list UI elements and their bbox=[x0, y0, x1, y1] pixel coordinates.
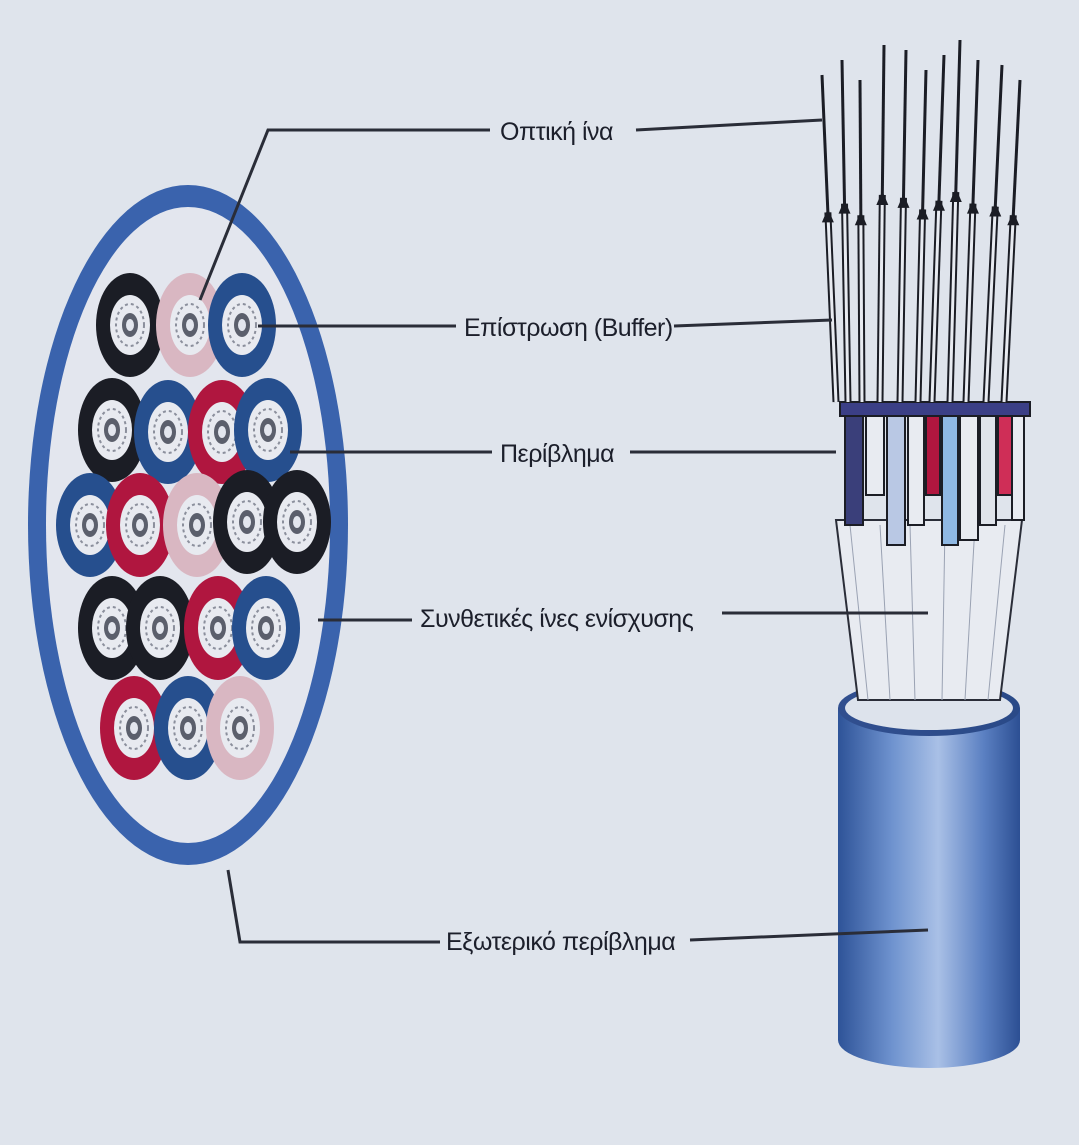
fiber-tube-black bbox=[126, 576, 194, 680]
strength-fibers-bundle bbox=[836, 520, 1022, 700]
leader-outer-jacket-left bbox=[228, 870, 440, 942]
label-jacket: Περίβλημα bbox=[500, 440, 614, 468]
label-buffer: Επίστρωση (Buffer) bbox=[464, 314, 673, 342]
fiber-tube-black bbox=[263, 470, 331, 574]
label-outer-jacket: Εξωτερικό περίβλημα bbox=[446, 928, 675, 956]
leader-optical-fiber-right bbox=[636, 120, 822, 130]
optical-fiber-strand bbox=[855, 80, 867, 402]
optical-fiber-strand bbox=[897, 50, 909, 402]
fiber-jacket-side bbox=[908, 402, 924, 525]
optical-fiber-strand bbox=[917, 70, 929, 402]
fiber-jacket-side bbox=[887, 402, 905, 545]
optical-fiber-strand bbox=[876, 45, 888, 402]
optical-fiber-strand bbox=[822, 75, 836, 402]
fiber-tube-black bbox=[96, 273, 164, 377]
optical-fiber-strand bbox=[986, 65, 1002, 402]
optical-fibers-side bbox=[822, 40, 1020, 402]
optical-fiber-strand bbox=[1004, 80, 1020, 402]
optical-fiber-strand bbox=[839, 60, 851, 402]
fiber-tube-blue bbox=[234, 378, 302, 482]
label-strength-fibers: Συνθετικές ίνες ενίσχυσης bbox=[420, 605, 694, 633]
cable-cross-section bbox=[28, 185, 348, 865]
jacket-top-band bbox=[840, 402, 1030, 416]
label-optical-fiber: Οπτική ίνα bbox=[500, 118, 613, 146]
optical-fiber-strand bbox=[932, 55, 945, 402]
fiber-jacket-side bbox=[942, 402, 958, 545]
outer-jacket-body bbox=[838, 708, 1020, 1068]
diagram-labels: Οπτική ίνα Επίστρωση (Buffer) Περίβλημα … bbox=[420, 118, 694, 956]
fiber-jacket-side bbox=[960, 402, 978, 540]
fiber-jacket-side bbox=[980, 402, 996, 525]
cable-side-view bbox=[822, 40, 1030, 1068]
optical-fiber-strand bbox=[950, 40, 962, 402]
fiber-tube-blue bbox=[232, 576, 300, 680]
fiber-jacket-side bbox=[845, 402, 863, 525]
fiber-jacket-side bbox=[1012, 402, 1024, 520]
optical-fiber-strand bbox=[966, 60, 979, 402]
fiber-tube-pink bbox=[206, 676, 274, 780]
leader-buffer-right bbox=[674, 320, 832, 326]
